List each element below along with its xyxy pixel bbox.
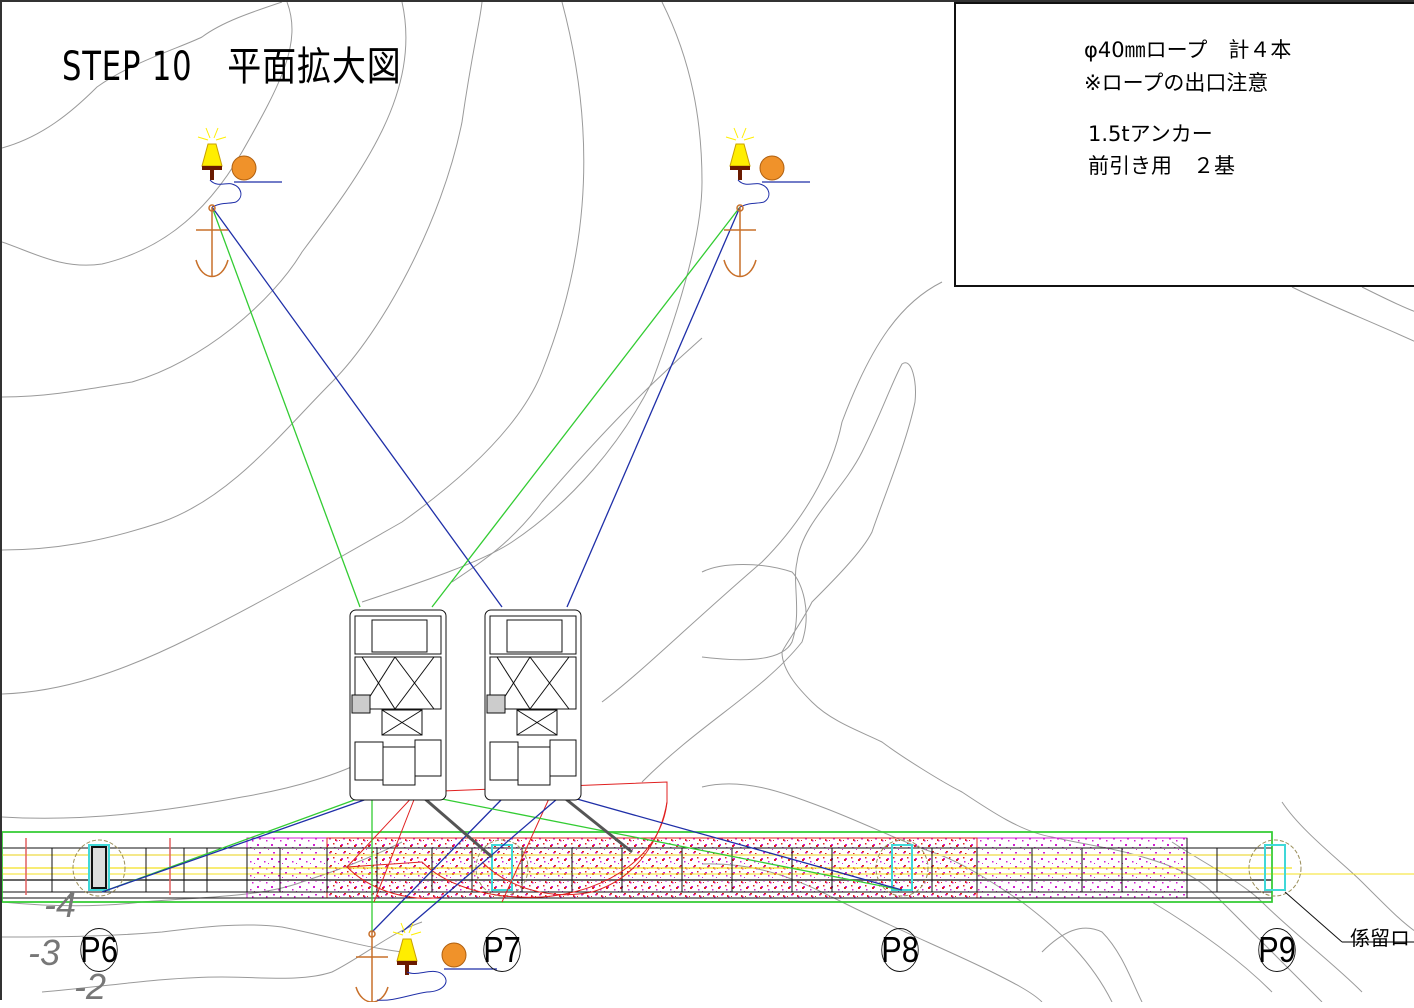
side-rope-blue	[576, 798, 903, 891]
pier-p9-structure	[1248, 839, 1414, 943]
pier-label-p7: P7	[483, 928, 521, 972]
front-rope-blue	[211, 206, 503, 608]
lamp-icon	[725, 127, 755, 180]
contour-line	[641, 564, 807, 783]
buoy-icon	[441, 942, 467, 968]
depth-label-minus-3: -3	[28, 932, 61, 973]
anchor-front-right	[723, 127, 810, 278]
contour-line	[2, 924, 403, 953]
front-rope-green	[431, 206, 741, 608]
legend-rope-line1: φ40㎜ロープ 計４本	[1084, 38, 1292, 62]
buoy-icon	[231, 155, 257, 181]
side-rope-blue	[401, 798, 558, 933]
lamp-icon	[392, 922, 422, 975]
work-barge-left	[349, 609, 447, 801]
legend-rope-line2: ※ロープの出口注意	[1084, 71, 1269, 95]
deck-joints	[51, 838, 1218, 898]
contour-line	[1361, 286, 1414, 312]
rear-rope-blue	[371, 798, 503, 933]
pier-label-text: P7	[483, 929, 521, 970]
pier-label-p9: P9	[1258, 928, 1296, 972]
rear-rope-blue	[101, 798, 368, 893]
contour-line	[2, 2, 283, 149]
crane-booms	[416, 790, 633, 859]
crane-swing-arcs	[345, 781, 668, 903]
page-title: STEP 10 平面拡大図	[62, 44, 402, 90]
mooring-callout: 係留ロ	[1350, 926, 1410, 950]
work-barge-right	[484, 609, 582, 801]
contour-line	[1291, 286, 1414, 342]
legend-anchor-line2: 前引き用 ２基	[1088, 154, 1235, 178]
contour-line	[701, 362, 1323, 1002]
contour-line	[2, 2, 483, 551]
pier-label-p6: P6	[80, 928, 118, 972]
front-rope-green	[211, 206, 361, 608]
anchor-rear	[355, 922, 497, 1002]
contour-line	[1041, 927, 1143, 1002]
depth-label-minus-4: -4	[44, 884, 77, 925]
side-rope-green	[441, 798, 903, 891]
contour-line	[2, 2, 293, 266]
contour-line	[2, 2, 407, 398]
pier-label-text: P8	[881, 929, 919, 970]
contour-line	[361, 2, 703, 603]
pier-label-text: P6	[80, 929, 118, 970]
contour-line	[1151, 901, 1273, 993]
contour-line	[2, 761, 363, 819]
pier-label-text: P9	[1258, 929, 1296, 970]
contour-line	[1281, 801, 1414, 932]
contour-line	[41, 921, 423, 993]
bridge-deck	[2, 831, 1414, 903]
contour-line	[451, 337, 703, 583]
pier-label-p8: P8	[881, 928, 919, 972]
legend-box: φ40㎜ロープ 計４本 ※ロープの出口注意 1.5tアンカー 前引き用 ２基	[954, 2, 1414, 287]
anchor-icon	[195, 204, 229, 278]
pier-p6-structure	[72, 839, 126, 897]
buoy-icon	[759, 155, 785, 181]
lamp-icon	[197, 127, 227, 180]
contour-line	[601, 281, 943, 703]
rope-lines	[101, 206, 903, 933]
anchor-front-left	[195, 127, 282, 278]
depth-label-minus-2: -2	[74, 966, 107, 1007]
anchor-icon	[355, 930, 389, 1002]
contour-line	[2, 2, 585, 695]
anchor-icon	[723, 204, 757, 278]
front-rope-blue	[566, 206, 741, 608]
legend-anchor-line1: 1.5tアンカー	[1088, 122, 1213, 146]
